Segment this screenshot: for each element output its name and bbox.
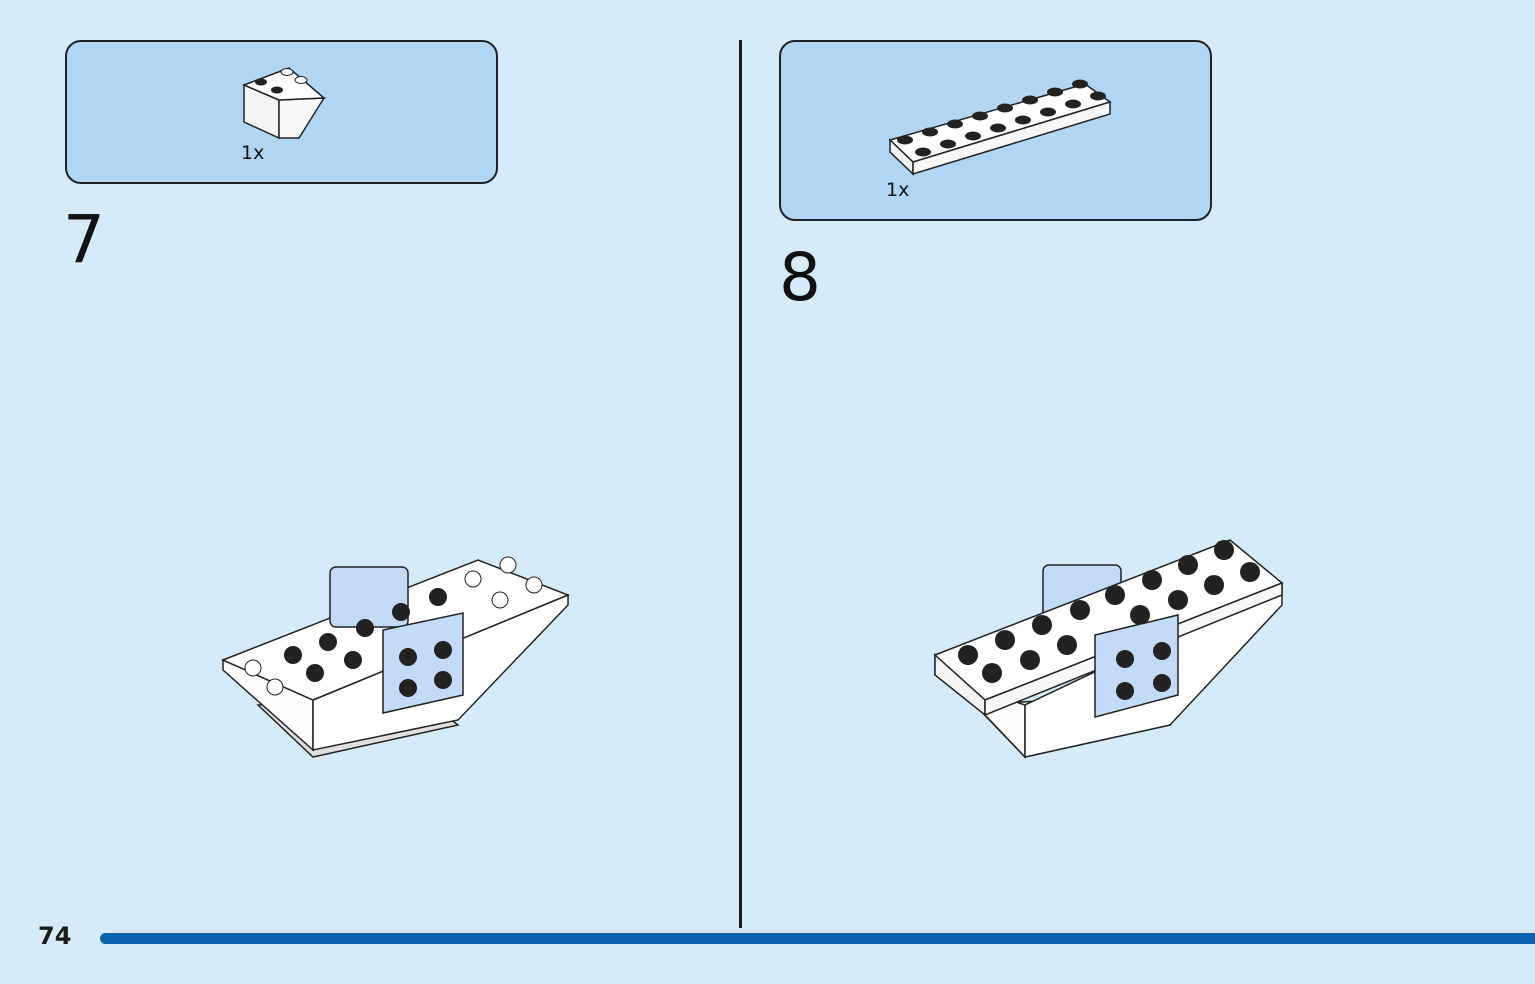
part-quantity: 1x bbox=[241, 142, 265, 164]
inverted-slope-brick-icon bbox=[241, 67, 326, 140]
plate-2x8-icon bbox=[888, 79, 1112, 176]
page-number: 74 bbox=[38, 922, 72, 950]
parts-callout-step-7: 1x bbox=[65, 40, 498, 184]
part-quantity: 1x bbox=[886, 179, 910, 201]
progress-bar bbox=[100, 933, 1535, 944]
model-assembly-step-8 bbox=[933, 539, 1284, 759]
page-divider bbox=[739, 40, 742, 928]
model-assembly-step-7 bbox=[221, 556, 571, 758]
step-number: 8 bbox=[779, 239, 821, 316]
parts-callout-step-8: 1x bbox=[779, 40, 1212, 221]
step-number: 7 bbox=[63, 201, 105, 278]
